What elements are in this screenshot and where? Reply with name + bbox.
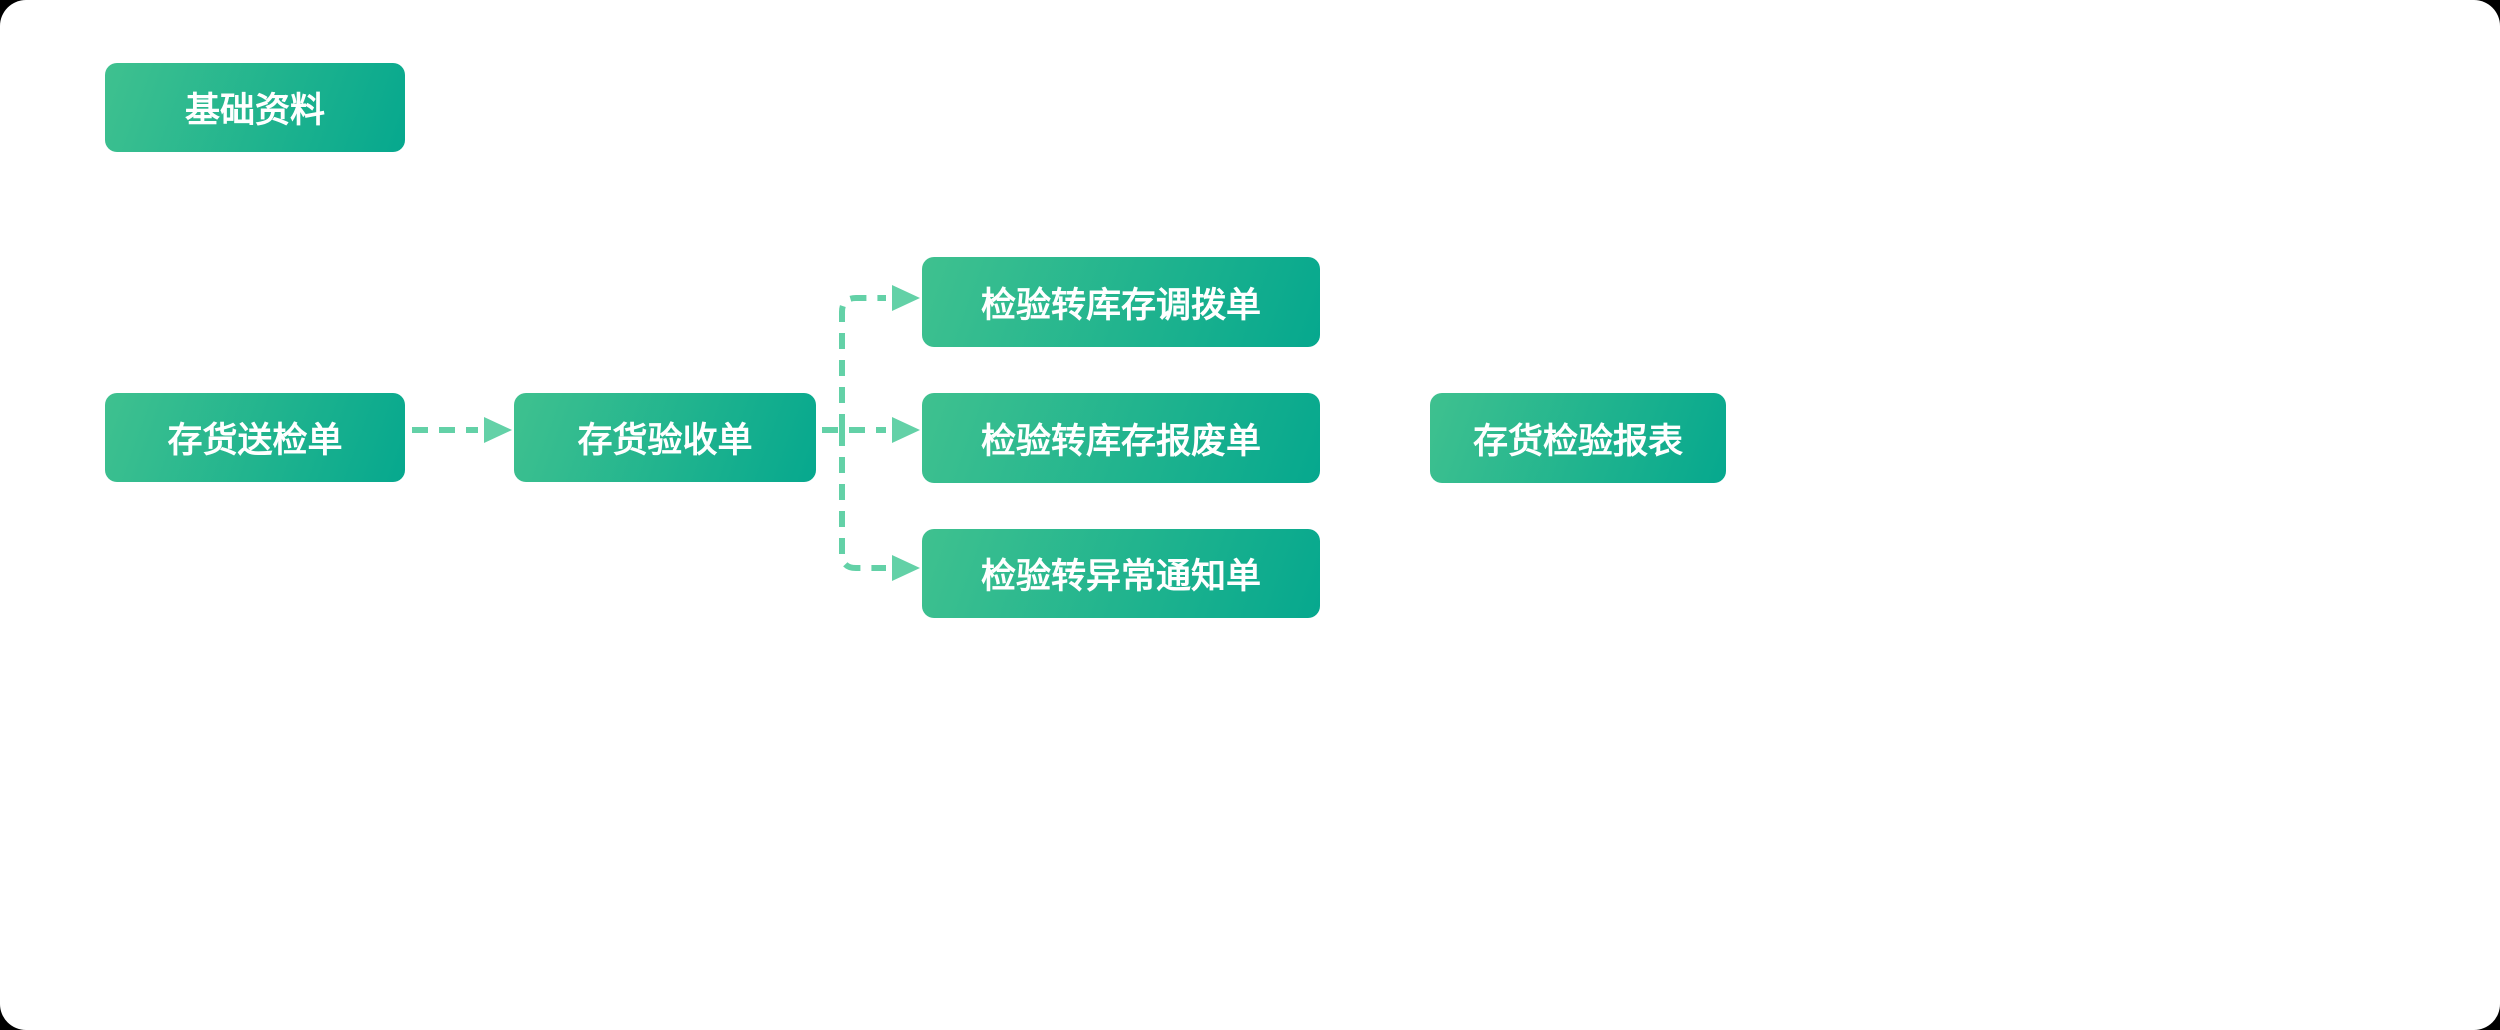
node-label: 检验转异常通知单	[980, 557, 1261, 596]
edge-acceptance-to-transfer	[839, 285, 920, 430]
node-inspection-to-stock-scrap[interactable]: 检验转库存报废单	[922, 393, 1320, 483]
node-label: 检验转库存调拨单	[980, 285, 1261, 325]
node-inventory-inspection-report[interactable]: 存货检验报表	[1430, 393, 1726, 483]
edge-acceptance-to-abnormal	[839, 430, 920, 581]
node-label: 存货送检单	[167, 421, 343, 460]
node-label: 基础资料	[184, 91, 325, 130]
arrowhead-icon	[484, 417, 512, 443]
node-inspection-to-abnormal-notice[interactable]: 检验转异常通知单	[922, 529, 1320, 618]
arrowhead-icon	[892, 555, 920, 581]
edge-send-to-acceptance	[412, 417, 512, 443]
node-label: 存货检验报表	[1472, 421, 1683, 461]
node-basic-data[interactable]: 基础资料	[105, 63, 405, 152]
arrowhead-icon	[892, 417, 920, 443]
node-inspection-to-stock-transfer[interactable]: 检验转库存调拨单	[922, 257, 1320, 347]
node-label: 存货验收单	[577, 421, 753, 460]
node-inventory-acceptance[interactable]: 存货验收单	[514, 393, 816, 482]
node-inventory-send-inspection[interactable]: 存货送检单	[105, 393, 405, 482]
node-label: 检验转库存报废单	[980, 421, 1261, 461]
arrowhead-icon	[892, 285, 920, 311]
edge-acceptance-to-scrap	[822, 417, 920, 443]
